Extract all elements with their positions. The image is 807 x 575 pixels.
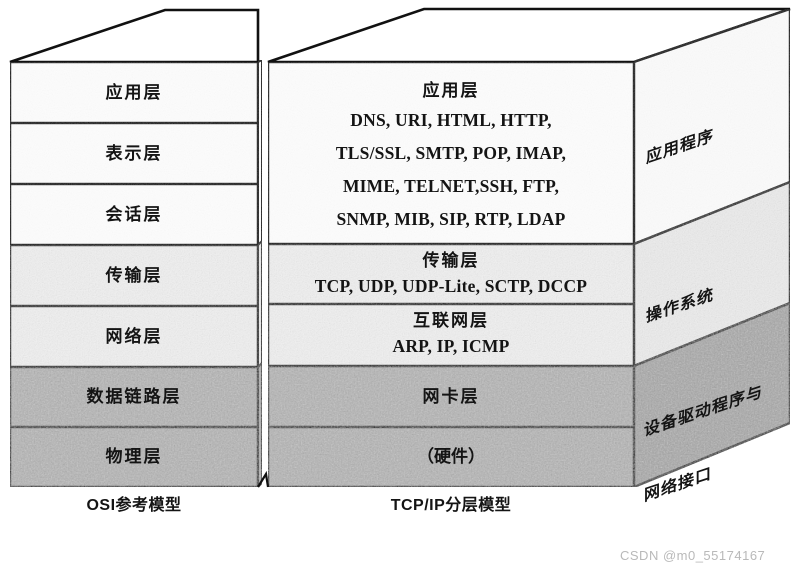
implementation-side-face	[632, 7, 792, 489]
tcpip-layer-transport-title: 传输层	[422, 251, 480, 270]
impl-zone-operating-system: 操作系统	[646, 241, 714, 372]
tcpip-application-protocols-line-4: SNMP, MIB, SIP, RTP, LDAP	[336, 209, 566, 229]
tcpip-layer-internet-title: 互联网层	[413, 311, 489, 330]
tcpip-layer-nic-title: 网卡层	[422, 387, 480, 406]
tcpip-application-protocols-line-1: DNS, URI, HTML, HTTP,	[350, 110, 552, 130]
osi-layer-presentation: 表示层	[105, 144, 163, 163]
impl-zone-operating-system-line-1: 操作系统	[646, 286, 715, 327]
osi-model-caption: OSI参考模型	[86, 497, 182, 514]
box-gap-notch	[257, 470, 270, 488]
tcpip-application-protocols-line-2: TLS/SSL, SMTP, POP, IMAP,	[335, 143, 567, 163]
csdn-watermark: CSDN @m0_55174167	[620, 548, 766, 563]
tcpip-front-panels	[266, 60, 636, 489]
osi-front-panels	[8, 60, 260, 489]
tcpip-model-caption: TCP/IP分层模型	[390, 497, 512, 514]
tcpip-transport-protocols-line-1: TCP, UDP, UDP-Lite, SCTP, DCCP	[314, 276, 588, 296]
impl-zone-application-program: 应用程序	[646, 82, 714, 213]
osi-layer-transport: 传输层	[105, 266, 163, 285]
osi-box-top-face	[9, 8, 260, 64]
osi-layer-session: 会话层	[105, 205, 163, 224]
tcpip-internet-protocols-line-1: ARP, IP, ICMP	[392, 336, 510, 356]
tcpip-layer-application-title: 应用层	[422, 81, 480, 100]
osi-layer-physical: 物理层	[105, 447, 163, 466]
impl-zone-device-driver-line-2: 网络接口	[644, 465, 713, 505]
tcpip-layer-hardware-title: （硬件）	[417, 447, 485, 466]
impl-zone-device-driver-line-1: 设备驱动程序与	[644, 383, 764, 441]
osi-layer-network: 网络层	[105, 327, 163, 346]
osi-layer-data-link: 数据链路层	[86, 387, 182, 406]
tcpip-application-protocols-line-3: MIME, TELNET,SSH, FTP,	[342, 176, 560, 196]
osi-layer-application: 应用层	[105, 83, 163, 102]
impl-zone-application-program-line-1: 应用程序	[646, 127, 715, 168]
